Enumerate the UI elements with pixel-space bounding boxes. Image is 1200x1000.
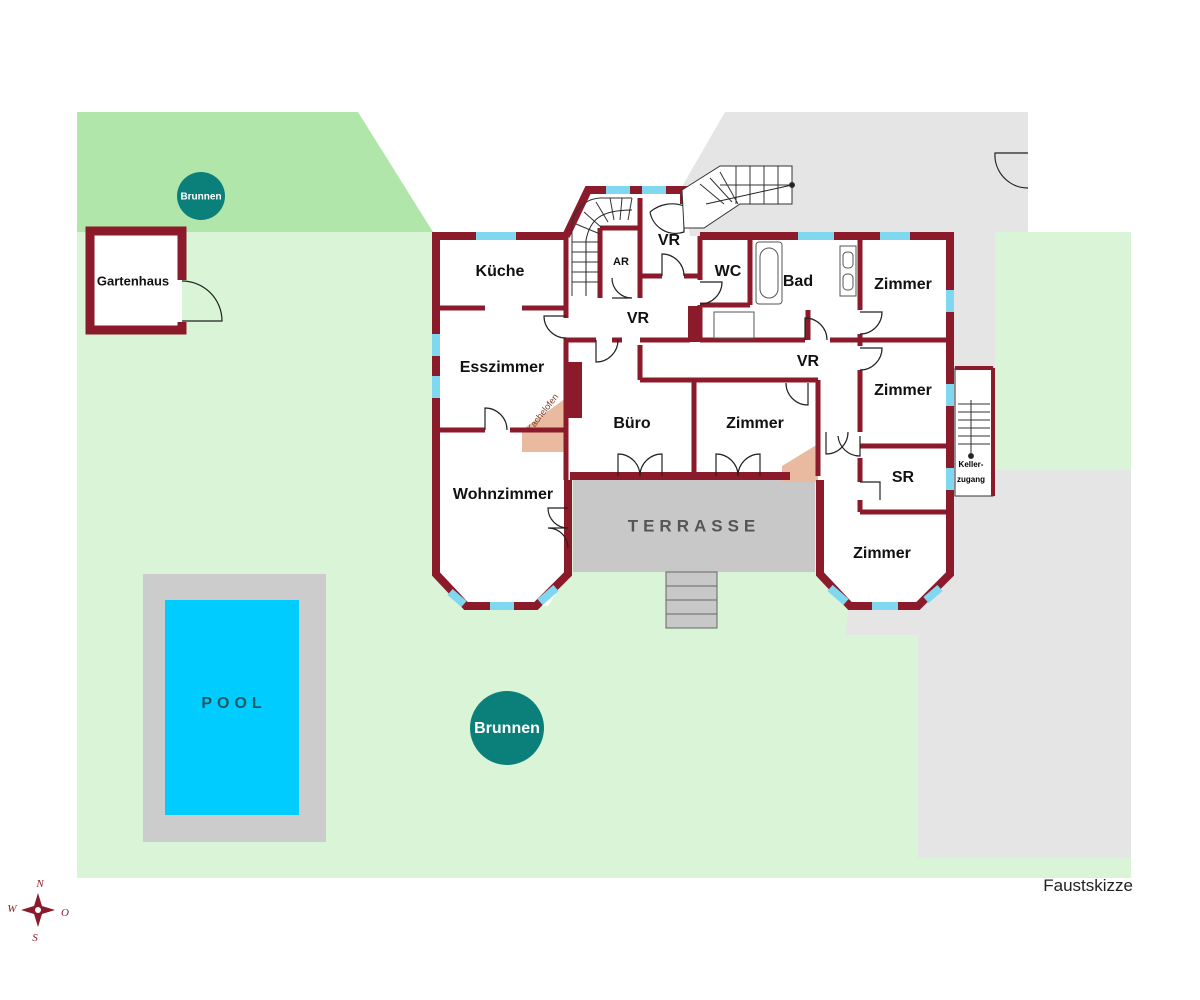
label-buero: Büro: [613, 415, 651, 432]
well-small-circle: [177, 172, 225, 220]
label-wc: WC: [715, 263, 742, 280]
garden-house-walls: [85, 226, 187, 335]
label-wohnzimmer: Wohnzimmer: [453, 486, 553, 503]
neighbour-door-swing: [994, 152, 1029, 189]
bathroom-fixtures: [713, 241, 857, 339]
garden-house-label: Gartenhaus: [97, 273, 169, 288]
pool-water: [165, 600, 299, 815]
pool-label: POOL: [201, 695, 266, 712]
well-large-circle: [470, 691, 544, 765]
label-bad: Bad: [783, 273, 813, 290]
label-sr: SR: [892, 469, 915, 486]
lawn-dark-area: [77, 112, 433, 232]
tiled-stove: [522, 398, 566, 452]
well-small-label: Brunnen: [180, 192, 221, 203]
interior-walls: [436, 198, 950, 515]
well-small: Brunnen: [177, 172, 225, 220]
label-kellerzugang-1: Keller-: [959, 460, 984, 469]
label-esszimmer: Esszimmer: [460, 359, 545, 376]
chimney-block: [568, 362, 582, 418]
basement-staircase: [954, 366, 995, 497]
compass-w: W: [7, 903, 17, 915]
label-zimmer-center: Zimmer: [726, 415, 784, 432]
label-vr-right: VR: [797, 353, 820, 370]
label-kellerzugang-2: zugang: [957, 475, 985, 484]
terrace-floor: [573, 480, 815, 572]
label-zimmer-corner: Zimmer: [853, 545, 911, 562]
double-sink: [839, 245, 857, 297]
paved-area-right: [918, 600, 1131, 858]
garden-house-door: [181, 280, 223, 322]
compass-n: N: [35, 878, 44, 890]
terrace-step-lines: [666, 585, 717, 615]
pool: POOL: [143, 574, 326, 842]
compass-rose: N S W O: [7, 878, 69, 944]
label-zimmer-2: Zimmer: [874, 382, 932, 399]
exterior-walls: [432, 186, 954, 610]
label-zimmer-1: Zimmer: [874, 276, 932, 293]
garden-house: Gartenhaus: [85, 226, 223, 335]
compass-o: O: [61, 907, 69, 919]
label-vr-top: VR: [658, 232, 681, 249]
entrance-stairs: [681, 165, 795, 229]
well-large: Brunnen: [470, 691, 544, 765]
label-ar: AR: [613, 256, 629, 268]
doors: [484, 203, 883, 549]
bathtub: [755, 241, 783, 305]
garden-house-floor: [86, 227, 182, 334]
well-large-label: Brunnen: [474, 720, 540, 737]
caption: Faustskizze: [1043, 876, 1133, 895]
house-floor: [436, 190, 950, 606]
wc-bowl: [713, 311, 755, 339]
windows: [432, 186, 954, 610]
label-kueche: Küche: [476, 263, 525, 280]
corner-stove: [782, 444, 818, 482]
interior-staircase: [571, 197, 633, 296]
room-labels: Küche Esszimmer Wohnzimmer Büro AR VR VR…: [453, 232, 985, 562]
terrace: TERRASSE: [573, 480, 815, 629]
paved-area-strip: [1015, 470, 1131, 600]
compass-s: S: [32, 932, 38, 944]
terrace-label: TERRASSE: [628, 516, 761, 535]
wc-shaft: [688, 306, 700, 342]
label-vr-mid: VR: [627, 310, 650, 327]
